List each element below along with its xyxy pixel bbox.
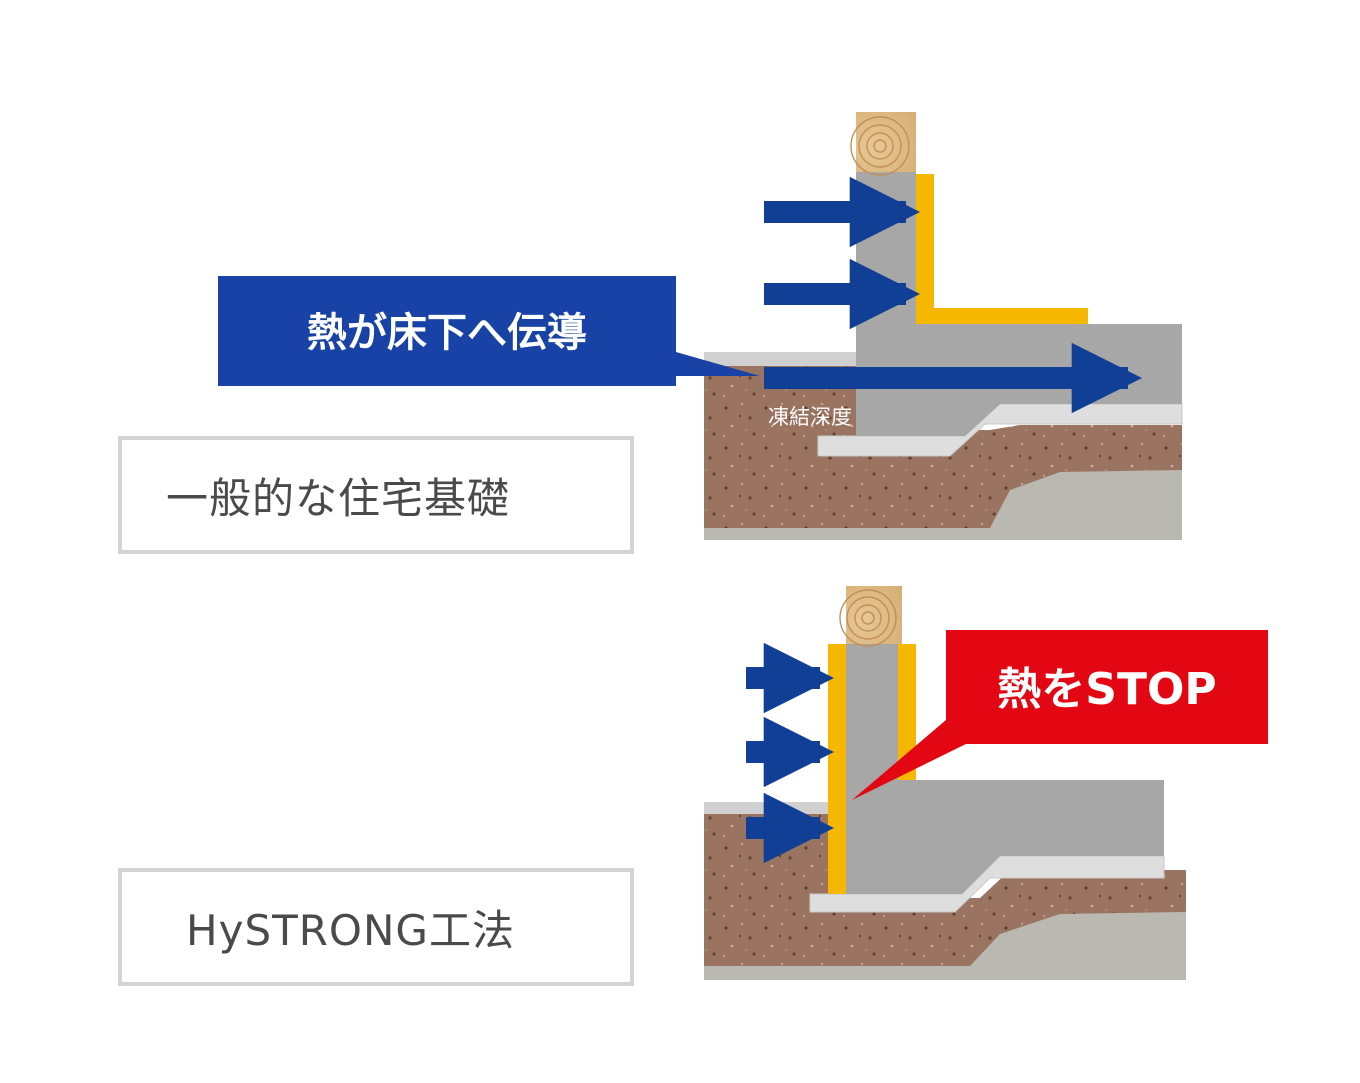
hystrong-foundation-figure: 熱をSTOP — [704, 586, 1268, 980]
ground-surface — [704, 352, 856, 366]
wood-sill — [846, 586, 902, 644]
concrete-foundation — [846, 640, 1164, 894]
frost-depth-label: 凍結深度 — [768, 405, 852, 429]
insulation-exterior — [828, 644, 846, 894]
wood-grain-icon — [850, 116, 910, 176]
hystrong-label-box: HySTRONG工法 — [118, 868, 634, 986]
hystrong-label: HySTRONG工法 — [186, 905, 515, 955]
general-foundation-figure: 凍結深度 熱が床下へ伝導 — [218, 112, 1183, 540]
insulation-interior — [898, 644, 916, 780]
general-foundation-label-box: 一般的な住宅基礎 — [118, 436, 634, 554]
callout-box — [218, 276, 676, 386]
ground-surface — [704, 802, 828, 814]
callout-text: 熱が床下へ伝導 — [307, 310, 587, 356]
general-foundation-label: 一般的な住宅基礎 — [166, 473, 511, 523]
wood-grain-icon — [839, 589, 897, 647]
callout-text: 熱をSTOP — [997, 664, 1216, 715]
insulation-interior — [916, 174, 1088, 324]
callout-box — [946, 630, 1268, 744]
callout-pointer — [852, 720, 970, 800]
callout-pointer — [676, 352, 760, 376]
